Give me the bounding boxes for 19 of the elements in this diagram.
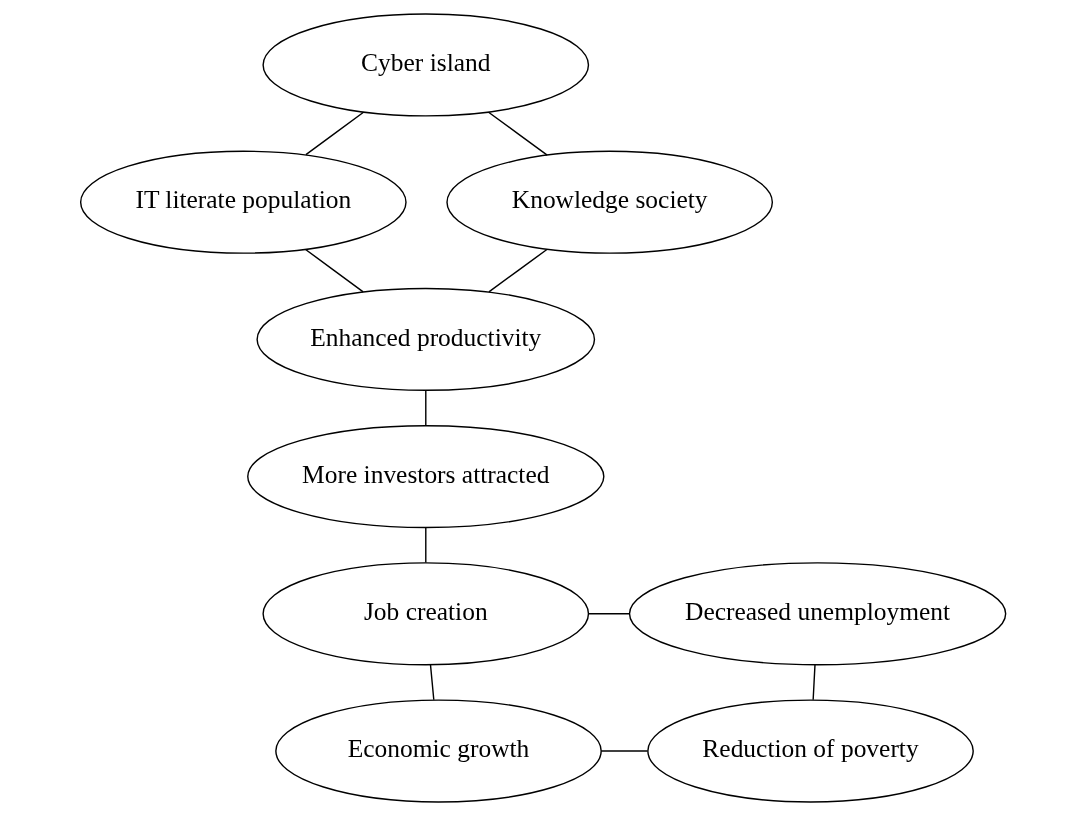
node-ellipse: Decreased unemployment — [628, 562, 1006, 666]
node-ellipse: Enhanced productivity — [255, 287, 595, 392]
connector — [304, 248, 364, 293]
node-ellipse: Job creation — [261, 562, 589, 666]
node-ellipse: Knowledge society — [445, 150, 773, 254]
connector — [487, 248, 548, 293]
node-ellipse: IT literate population — [79, 150, 407, 254]
connector — [587, 613, 630, 615]
node-ellipse: Economic growth — [274, 699, 602, 803]
connector — [424, 526, 426, 564]
connector — [600, 750, 648, 752]
connector — [424, 389, 426, 426]
node-ellipse: Cyber island — [261, 13, 589, 117]
connector — [304, 111, 364, 156]
connector — [487, 111, 548, 156]
connector — [811, 664, 816, 701]
node-ellipse: More investors attracted — [246, 424, 604, 529]
connector — [429, 664, 434, 701]
node-ellipse: Reduction of poverty — [646, 699, 974, 803]
